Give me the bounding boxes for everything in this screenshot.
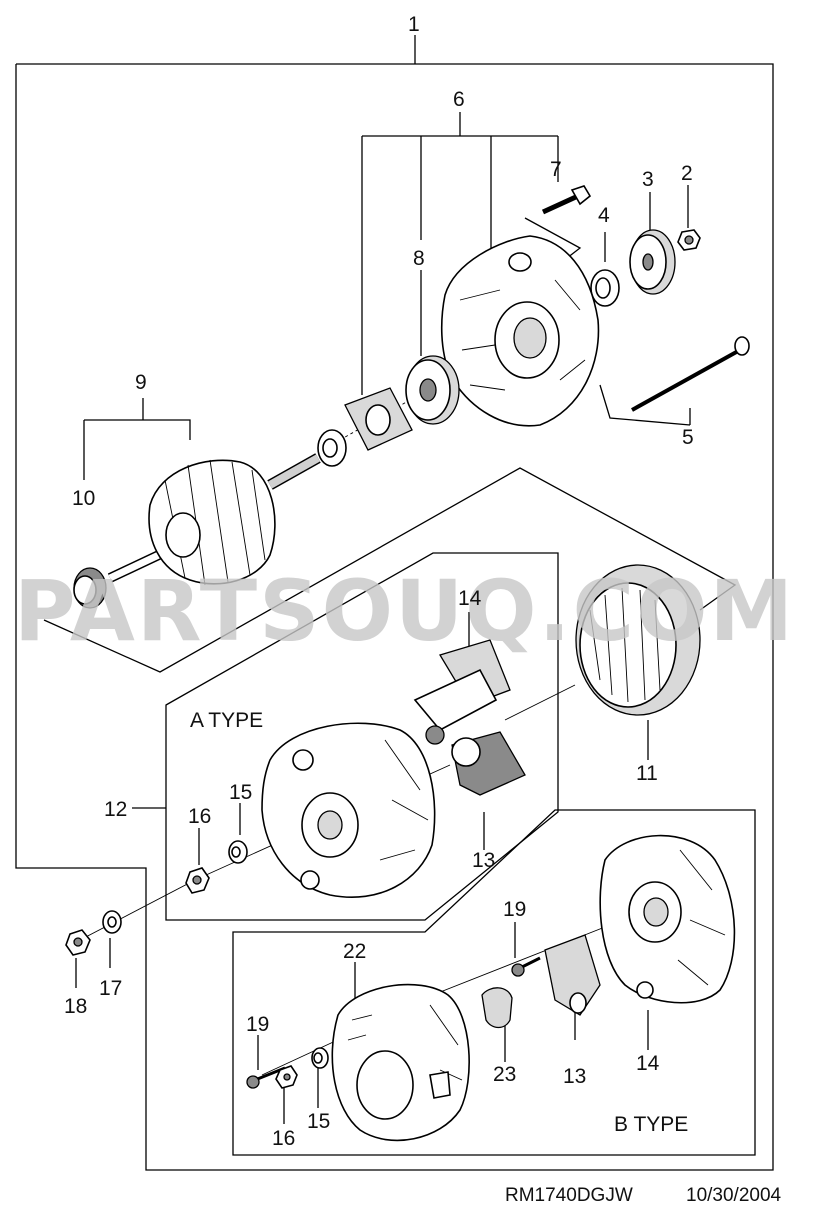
label-1: 1	[408, 13, 420, 36]
label-12: 12	[104, 798, 127, 821]
retainer-plate	[344, 387, 413, 451]
watermark: PARTSOUQ.COM	[14, 562, 795, 660]
bolt-5	[631, 336, 750, 412]
diagram-code: RM1740DGJW	[505, 1185, 633, 1206]
rear-housing-a	[261, 722, 436, 898]
label-23: 23	[493, 1063, 516, 1086]
nut-18	[65, 929, 91, 956]
label-5: 5	[682, 426, 694, 449]
a-type-title: A TYPE	[190, 709, 263, 732]
sleeve-10	[73, 567, 107, 609]
label-15b: 15	[307, 1110, 330, 1133]
rectifier-housing-14b	[599, 834, 736, 1004]
label-19b: 19	[246, 1013, 269, 1036]
b-type-title: B TYPE	[614, 1113, 688, 1136]
cap-23	[481, 987, 513, 1029]
pulley-3	[629, 229, 676, 295]
label-13b: 13	[563, 1065, 586, 1088]
nut-16a	[185, 867, 210, 894]
label-16b: 16	[272, 1127, 295, 1150]
label-11: 11	[636, 762, 658, 785]
brush-holder-14a	[413, 639, 511, 745]
label-13a: 13	[472, 849, 495, 872]
label-6: 6	[453, 88, 465, 111]
diagram-date: 10/30/2004	[686, 1185, 782, 1206]
label-15a: 15	[229, 781, 252, 804]
label-18: 18	[64, 995, 87, 1018]
label-2: 2	[681, 162, 693, 185]
rear-cover-22	[331, 983, 470, 1142]
nut-16b	[275, 1065, 298, 1089]
label-9: 9	[135, 371, 147, 394]
rotor-9	[107, 453, 321, 586]
spacer-4	[590, 269, 620, 307]
stator-11	[575, 564, 701, 716]
label-4: 4	[598, 204, 610, 227]
washer-15b	[311, 1047, 329, 1069]
label-22: 22	[343, 940, 366, 963]
regulator-13b	[544, 934, 601, 1016]
label-3: 3	[642, 168, 654, 191]
label-17: 17	[99, 977, 122, 1000]
nut-2	[677, 229, 701, 251]
front-housing-6	[440, 235, 600, 427]
washer-15a	[228, 840, 248, 864]
bolt-7	[541, 185, 592, 215]
screw-19a	[511, 956, 541, 977]
washer-17	[102, 910, 122, 934]
callout-labels: 1 6 7 3 2 4 8 5 9 10 14 A TYPE 11 12 15 …	[64, 13, 694, 1150]
bearing-8	[405, 355, 460, 425]
footer: RM1740DGJW 10/30/2004	[505, 1185, 782, 1206]
regulator-13a	[451, 731, 526, 796]
label-8: 8	[413, 247, 425, 270]
label-7: 7	[550, 158, 562, 181]
label-10: 10	[72, 487, 95, 510]
rotor-bearing	[317, 429, 347, 467]
label-19a: 19	[503, 898, 526, 921]
label-14b: 14	[636, 1052, 660, 1075]
label-16a: 16	[188, 805, 211, 828]
label-14a: 14	[458, 587, 482, 610]
